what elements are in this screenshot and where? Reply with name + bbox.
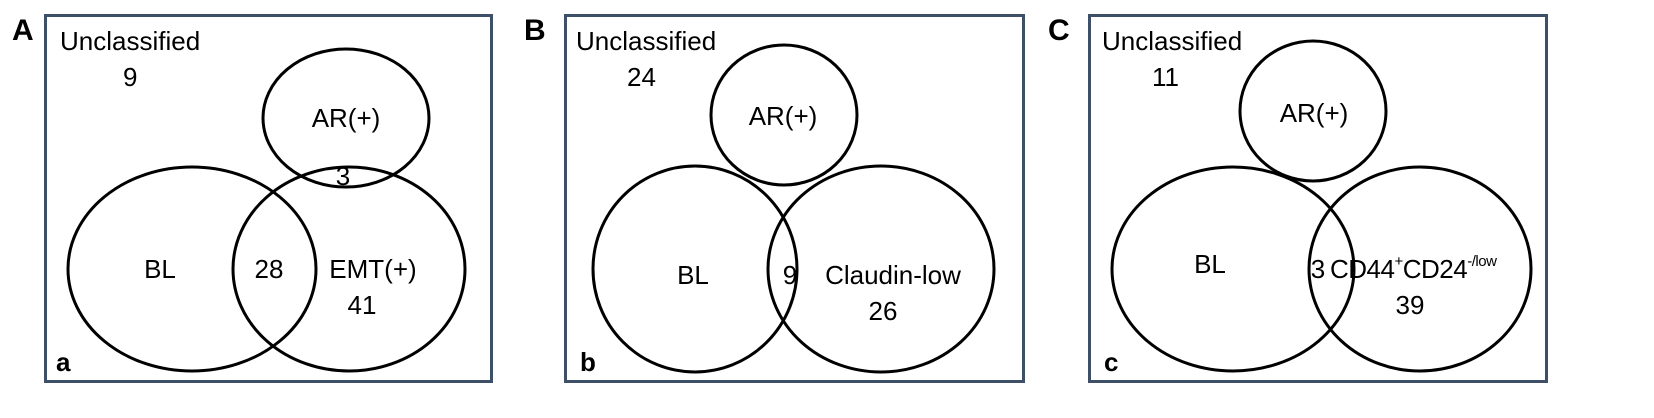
panel-b-unclassified-count: 24 (627, 62, 656, 92)
panel-b-bl-circle (591, 164, 799, 374)
panel-c-unclassified-label: Unclassified (1102, 26, 1243, 56)
panel-a-emt-count: 41 (347, 290, 377, 320)
panel-a-bl-label: BL (144, 254, 176, 284)
panel-c-ar-circle (1238, 39, 1388, 183)
panel-a-emt-circle (231, 165, 467, 373)
panel-b-claudin-circle (766, 164, 996, 374)
panel-a-bl-circle (66, 165, 318, 373)
panel-b-ar-label: AR(+) (748, 101, 818, 131)
panel-b-letter: B (524, 14, 546, 47)
panel-c-cd44-count: 39 (1395, 290, 1425, 320)
cd24-sup: -/low (1467, 253, 1497, 270)
panel-a-ar-circle (261, 47, 431, 189)
cd44-sup: + (1394, 253, 1403, 270)
panel-a-unclassified-count: 9 (123, 62, 138, 92)
panel-b-claudin-count: 26 (868, 296, 898, 326)
panel-c-letter: C (1048, 14, 1070, 47)
panel-b-bl-claudin-overlap: 9 (782, 260, 798, 290)
panel-b-bl-label: BL (677, 260, 709, 290)
cd24-base: CD24 (1402, 254, 1468, 284)
panel-a-ar-label: AR(+) (311, 103, 381, 133)
panel-c-cd44-label: CD44+CD24-/low (1330, 253, 1497, 284)
panel-a-bl-emt-overlap: 28 (254, 254, 284, 284)
panel-c-cd44-circle (1307, 165, 1533, 373)
panel-a-emt-label: EMT(+) (329, 254, 417, 284)
panel-b-sub-letter: b (580, 347, 596, 377)
panel-c-ar-label: AR(+) (1279, 98, 1349, 128)
panel-c-bl-cd44-overlap: 3 (1310, 254, 1326, 284)
panel-b-claudin-label: Claudin-low (825, 260, 961, 290)
panel-a-letter: A (12, 14, 34, 47)
panel-a-ar-emt-overlap: 3 (335, 161, 351, 191)
panel-c-bl-circle (1110, 165, 1356, 373)
panel-c-unclassified-count: 11 (1152, 62, 1179, 92)
panel-a-unclassified-label: Unclassified (60, 26, 201, 56)
panel-c-frame (1088, 14, 1548, 383)
panel-c-bl-label: BL (1194, 249, 1226, 279)
panel-a-sub-letter: a (56, 347, 71, 377)
panel-b-frame (564, 14, 1025, 383)
panel-a-frame (44, 14, 493, 383)
panel-b-ar-circle (709, 43, 859, 187)
panel-b-unclassified-label: Unclassified (576, 26, 717, 56)
panel-c-sub-letter: c (1104, 347, 1119, 377)
cd44-base: CD44 (1330, 254, 1395, 284)
